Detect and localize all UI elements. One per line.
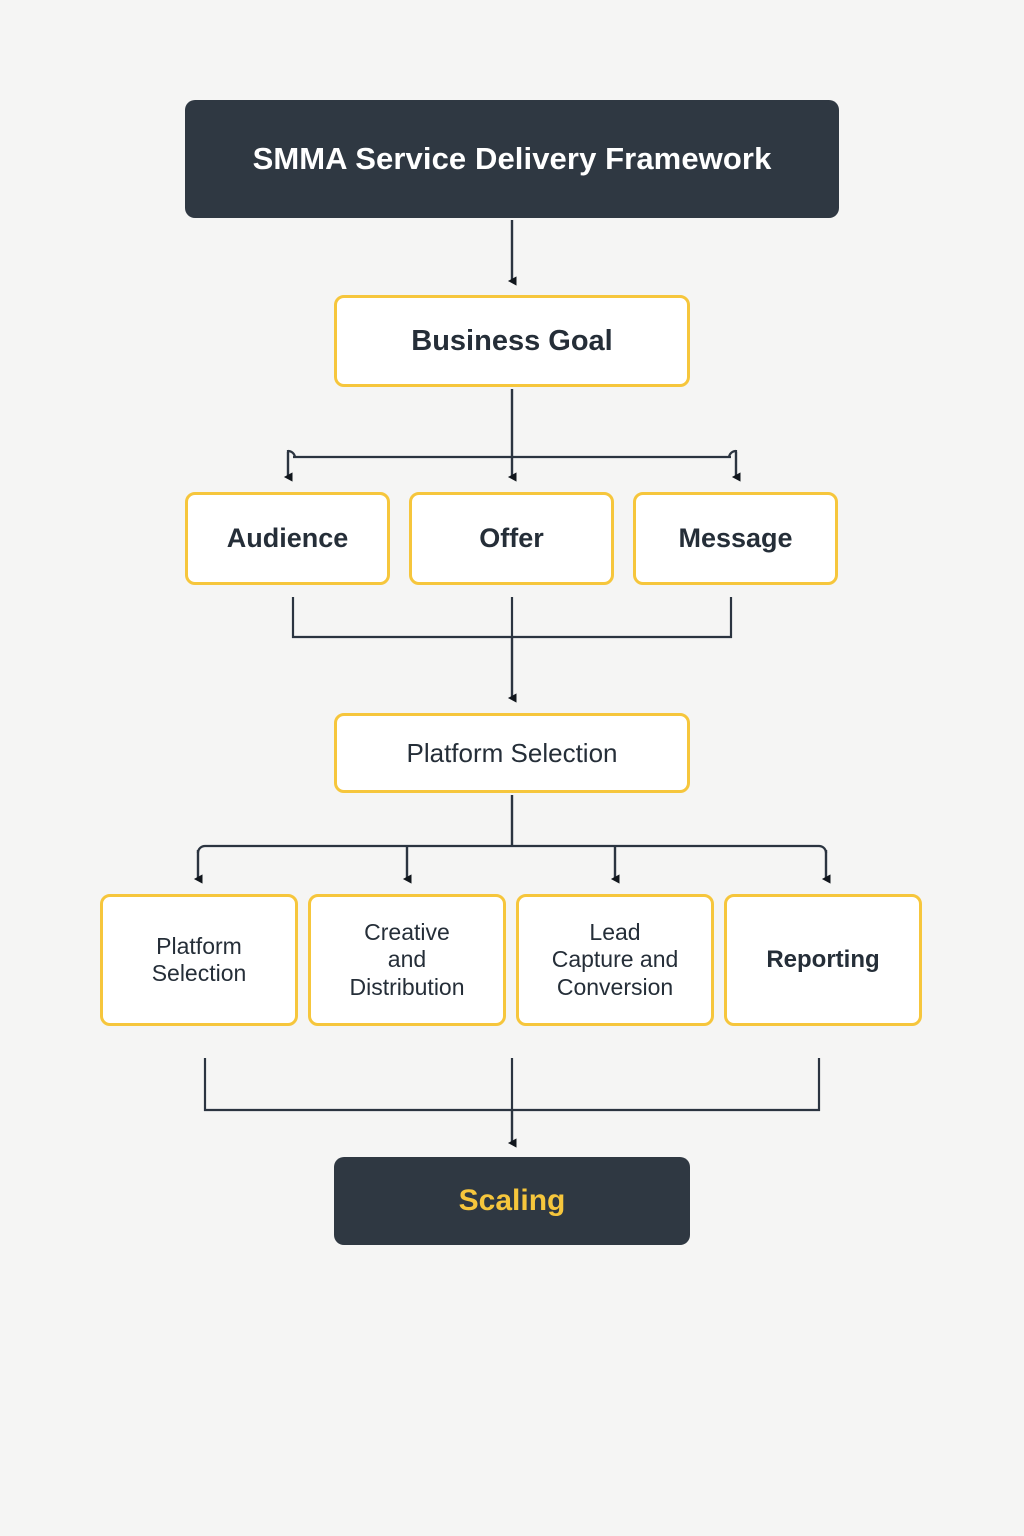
node-platform-selection[interactable]: Platform Selection xyxy=(334,713,690,793)
node-business-goal-label: Business Goal xyxy=(411,324,613,357)
node-message[interactable]: Message xyxy=(633,492,838,585)
node-offer-label: Offer xyxy=(479,522,544,553)
edge-goal-bus-left-corner xyxy=(286,449,297,458)
node-offer[interactable]: Offer xyxy=(409,492,614,585)
node-pillar-lead-capture-and-conversion-label: Lead Capture and Conversion xyxy=(551,919,679,1000)
node-title-header: SMMA Service Delivery Framework xyxy=(185,100,839,218)
node-pillar-lead-capture-and-conversion[interactable]: Lead Capture and Conversion xyxy=(516,894,714,1026)
node-platform-selection-label: Platform Selection xyxy=(406,737,618,768)
node-scaling-label: Scaling xyxy=(458,1184,566,1218)
node-audience-label: Audience xyxy=(226,522,349,553)
node-audience[interactable]: Audience xyxy=(185,492,390,585)
edge-platform-bus-right-corner xyxy=(818,844,828,853)
node-pillar-creative-and-distribution-label: Creative and Distribution xyxy=(349,919,465,1000)
edge-goal-bus-right-corner xyxy=(727,449,738,458)
node-message-label: Message xyxy=(678,522,793,553)
node-business-goal[interactable]: Business Goal xyxy=(334,295,690,387)
node-pillar-reporting[interactable]: Reporting xyxy=(724,894,922,1026)
node-scaling[interactable]: Scaling xyxy=(334,1157,690,1245)
node-pillar-platform-selection-label: Platform Selection xyxy=(151,932,247,986)
edge-platform-bus-left-corner xyxy=(196,844,206,853)
node-pillar-platform-selection[interactable]: Platform Selection xyxy=(100,894,298,1026)
node-pillar-creative-and-distribution[interactable]: Creative and Distribution xyxy=(308,894,506,1026)
node-title-label: SMMA Service Delivery Framework xyxy=(252,140,772,176)
node-pillar-reporting-label: Reporting xyxy=(766,945,880,973)
